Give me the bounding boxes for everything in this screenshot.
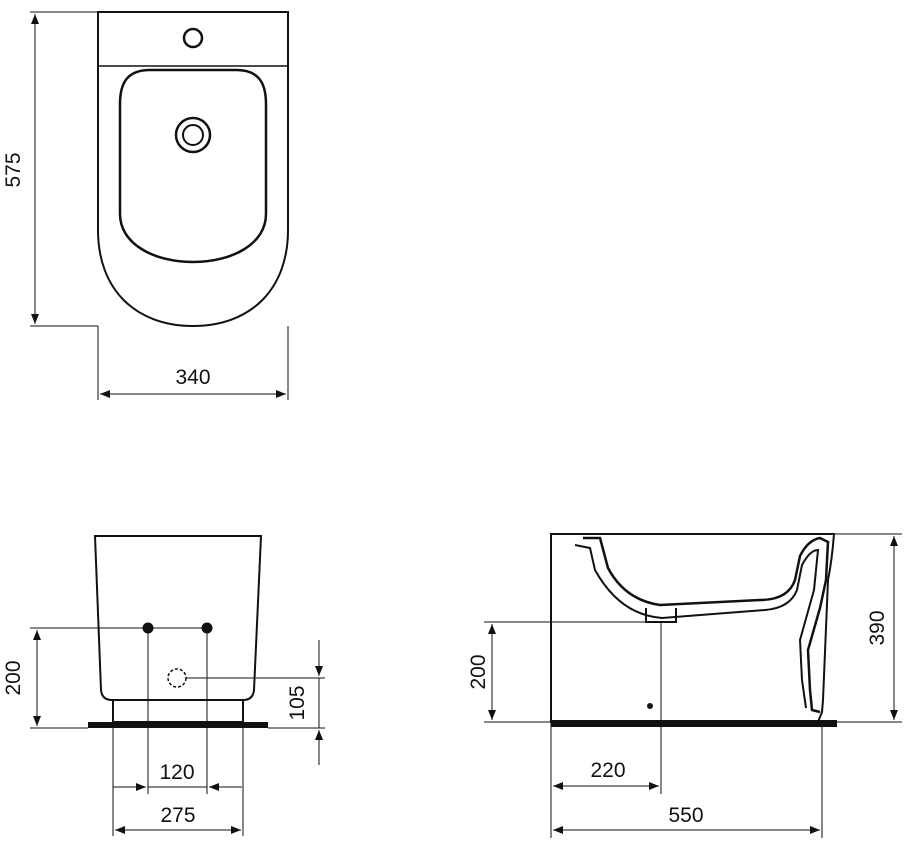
- dim-side-total-height: 390: [866, 610, 889, 645]
- dim-front-height-drain: 105: [286, 685, 309, 720]
- side-view-outline: [550, 533, 836, 723]
- dim-front-pipe-spacing: 120: [159, 761, 194, 784]
- dim-side-height-pipes: 200: [467, 654, 490, 689]
- top-dimension-lines: [30, 11, 289, 400]
- side-view: [550, 533, 837, 727]
- dim-top-width: 340: [175, 366, 210, 389]
- top-view: [97, 11, 289, 328]
- side-view-floor: [551, 720, 837, 727]
- side-outlet: [647, 703, 653, 709]
- waste-outlet: [167, 668, 187, 688]
- waste-trap: [645, 608, 677, 623]
- dim-front-height-pipes: 200: [2, 660, 25, 695]
- drain-outer: [174, 116, 212, 154]
- dim-top-length: 575: [2, 152, 25, 187]
- top-view-outline: [97, 11, 289, 328]
- front-dimension-lines: [30, 627, 325, 836]
- bowl-section-outer: [583, 536, 830, 714]
- front-view-body: [93, 535, 263, 701]
- front-view-floor: [88, 722, 268, 728]
- front-view-pedestal: [112, 700, 244, 723]
- dim-front-base-width: 275: [160, 804, 195, 827]
- bowl-section-inner: [574, 544, 820, 709]
- front-view: [88, 535, 268, 728]
- dim-side-total-depth: 550: [668, 804, 703, 827]
- drain-inner: [182, 124, 204, 146]
- dim-side-pipe-distance: 220: [590, 759, 625, 782]
- bowl-rim: [118, 68, 268, 264]
- tap-hole: [182, 27, 204, 49]
- side-dimension-lines: [484, 533, 902, 838]
